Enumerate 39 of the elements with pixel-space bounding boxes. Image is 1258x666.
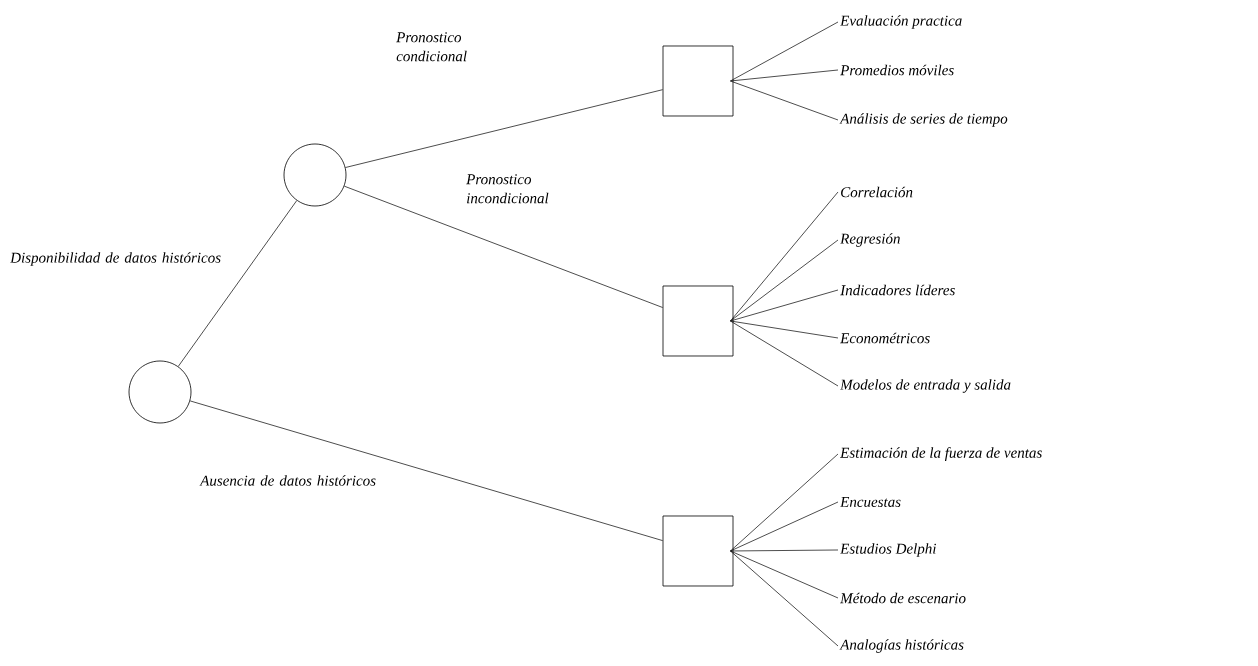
branch-line (730, 320, 839, 339)
branch-text: Evaluación practica (840, 15, 962, 29)
edge-label: Disponibilidad de datos históricos (10, 252, 221, 266)
square-node (662, 45, 734, 117)
branch-line (730, 69, 839, 82)
branch-line (730, 21, 839, 82)
branch-line (730, 549, 839, 552)
branch-line (730, 501, 839, 552)
branch-line (730, 239, 839, 322)
branch-text: Indicadores líderes (840, 284, 955, 296)
branch-line (730, 191, 839, 322)
branch-line (177, 200, 298, 367)
branch-text: Econométricos (840, 332, 930, 344)
edge-label: Pronostico condicional (396, 32, 467, 62)
branch-text: Análisis de series de tiempo (839, 113, 1008, 127)
circle-node (283, 143, 347, 207)
branch-line (730, 289, 839, 322)
circle-node (128, 360, 192, 424)
branch-line (730, 550, 839, 647)
branch-line (730, 80, 839, 121)
branch-line (730, 453, 839, 552)
square-node (662, 285, 734, 357)
branch-text: Método de escenario (840, 592, 966, 604)
branch-text: Modelos de entrada y salida (840, 379, 1011, 393)
branch-text: Estimación de la fuerza de ventas (840, 447, 1042, 461)
edge-label: Ausencia de datos históricos (199, 475, 376, 486)
branch-text: Analogías históricas (839, 639, 964, 653)
branch-text: Correlación (841, 186, 913, 198)
edge-label: Pronostico incondicional (466, 174, 549, 204)
branch-line (344, 185, 663, 308)
branch-text: Promedios móviles (840, 64, 954, 76)
branch-line (345, 89, 663, 168)
branch-text: Estudios Delphi (840, 543, 936, 557)
branch-line (730, 550, 839, 599)
branch-line (189, 400, 663, 541)
square-node (662, 515, 734, 587)
branch-line (730, 320, 839, 387)
branch-text: Encuestas (840, 497, 901, 507)
branch-text: Regresión (840, 233, 900, 247)
